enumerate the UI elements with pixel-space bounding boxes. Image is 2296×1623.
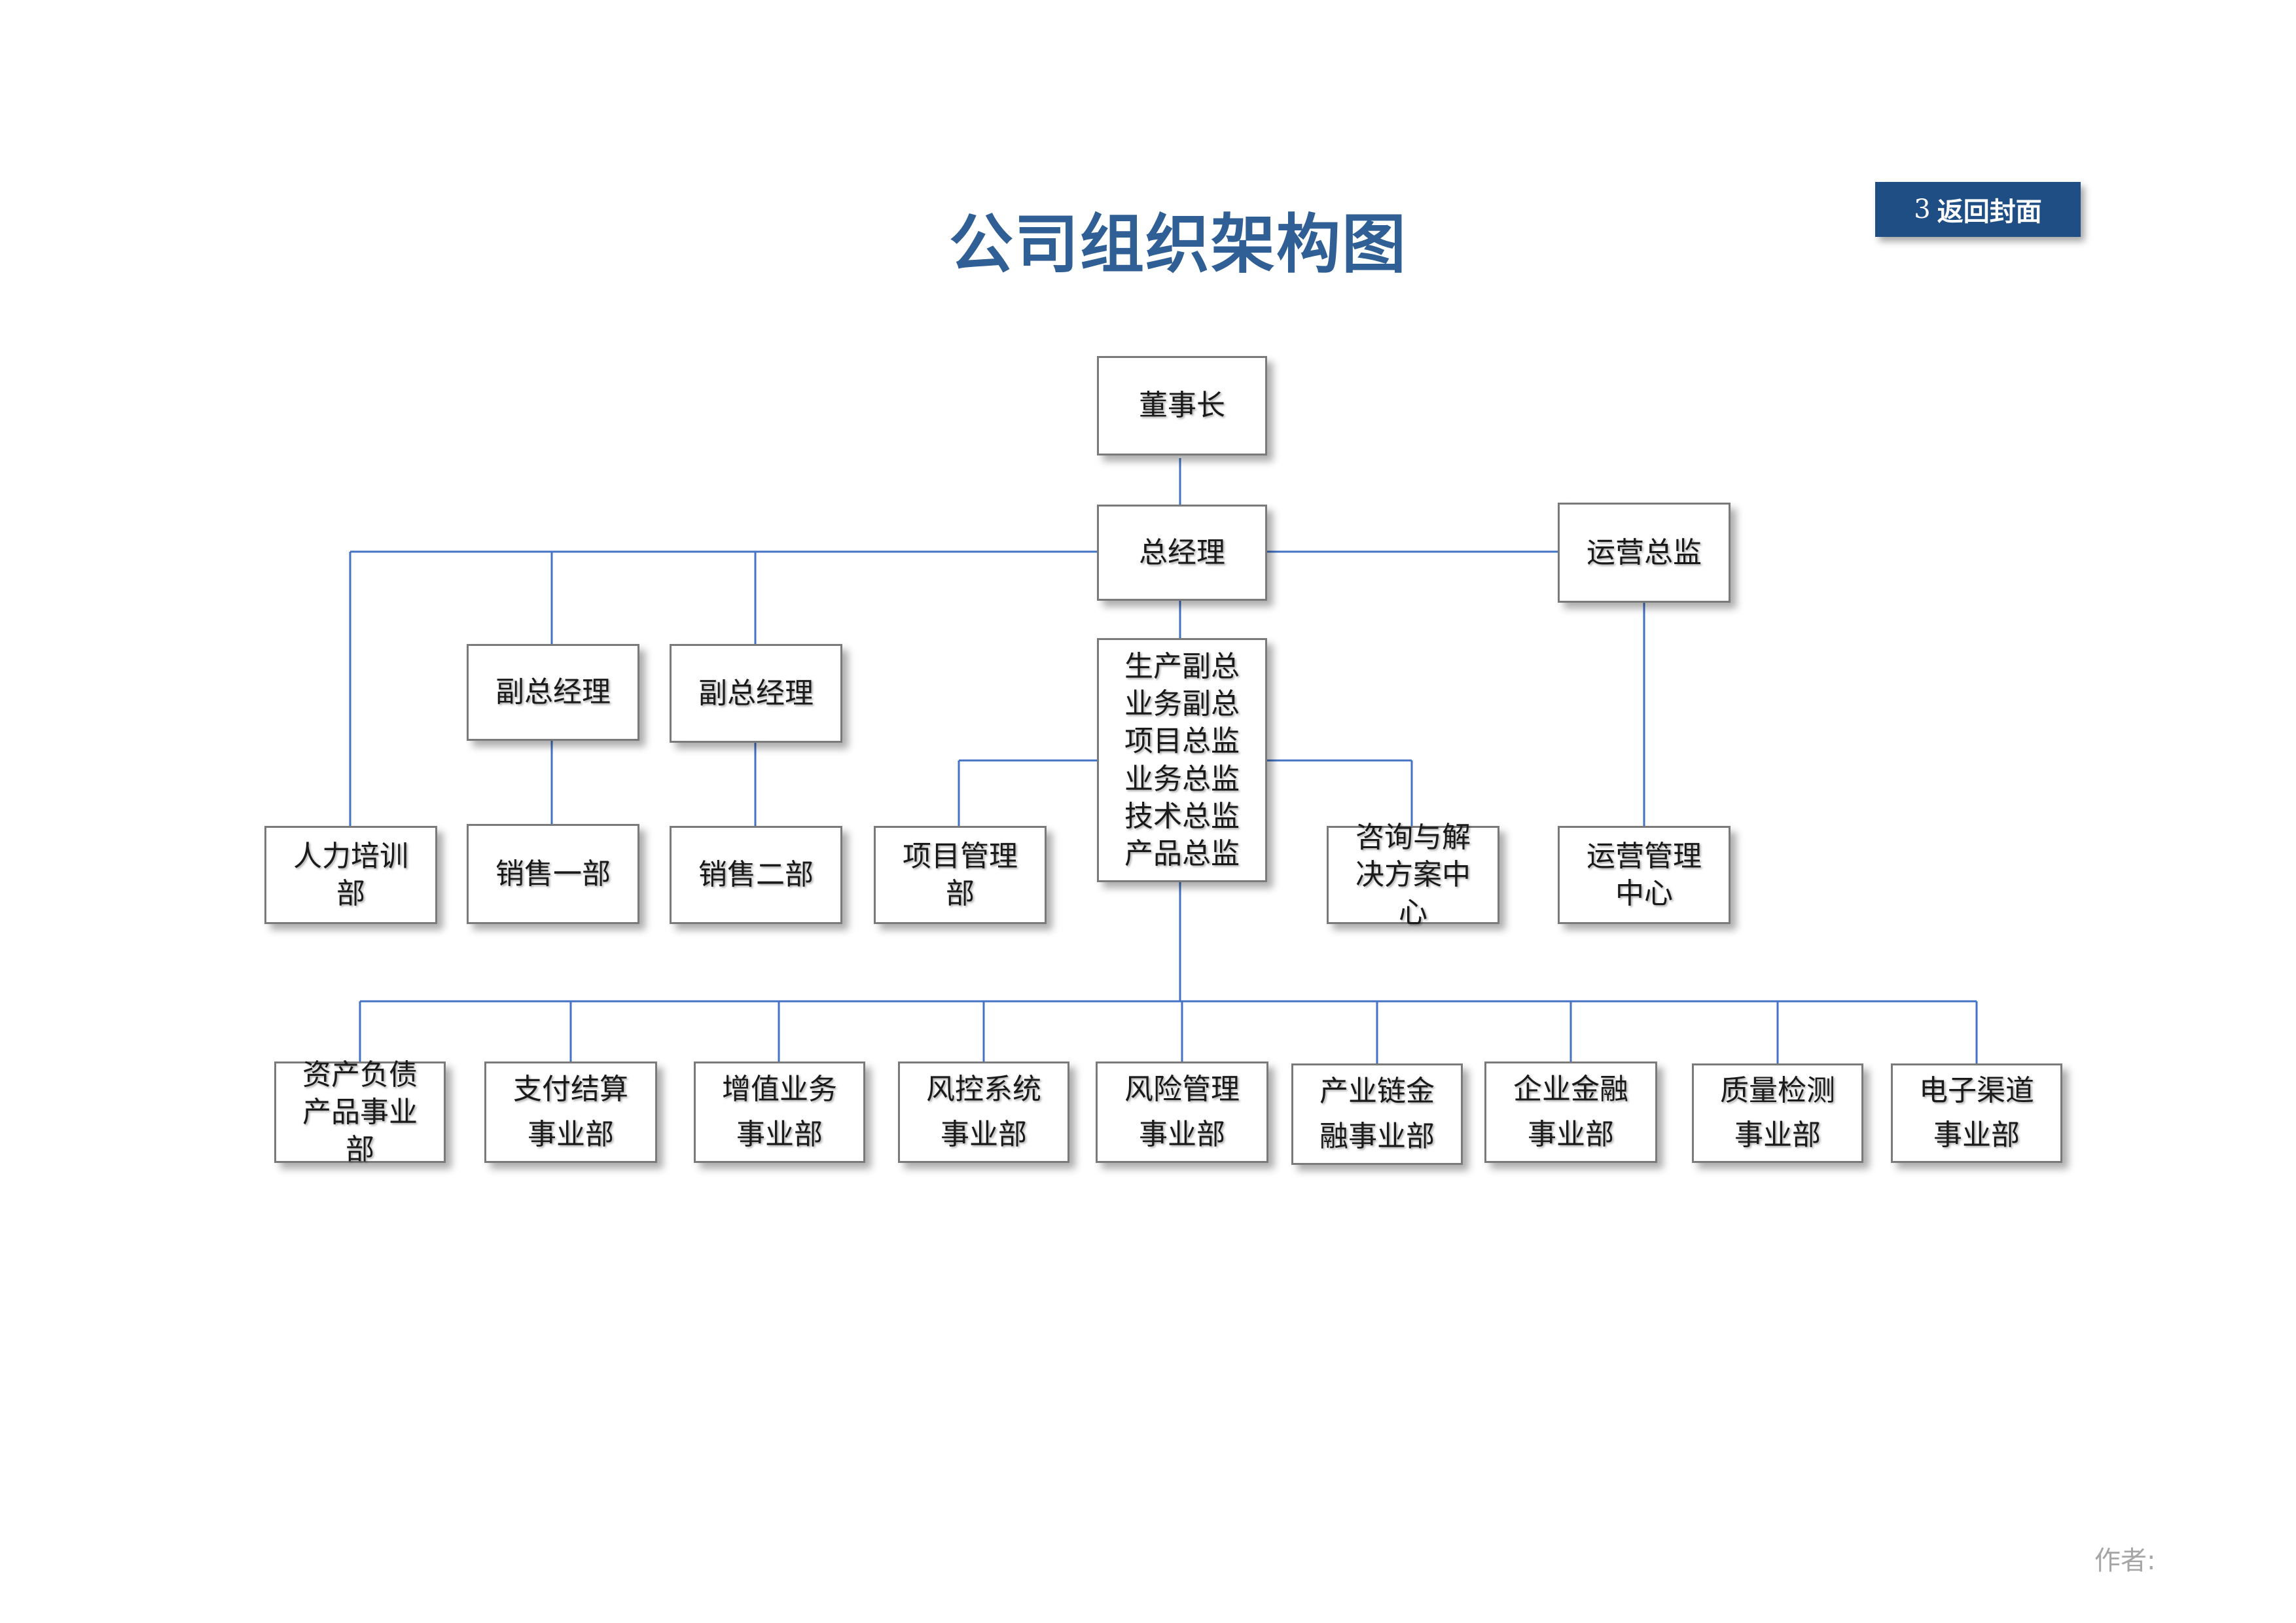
node-label: 生产副总 业务副总 项目总监 业务总监 技术总监 产品总监 xyxy=(1124,649,1240,870)
node-consulting: 咨询与解 决方案中 心 xyxy=(1327,821,1499,929)
node-label: 董事长 xyxy=(1139,389,1225,423)
node-label: 总经理 xyxy=(1139,535,1225,569)
node-bu-value-added: 增值业务 事业部 xyxy=(694,1061,865,1163)
node-directors: 生产副总 业务副总 项目总监 业务总监 技术总监 产品总监 xyxy=(1097,638,1267,882)
back-to-cover-button[interactable]: 3 返回封面 xyxy=(1875,182,2081,237)
node-label: 项目管理 部 xyxy=(903,839,1018,910)
node-deputy-gm-1: 副总经理 xyxy=(467,644,639,741)
node-label: 风控系统 事业部 xyxy=(926,1073,1041,1151)
node-label: 咨询与解 决方案中 心 xyxy=(1355,821,1471,929)
node-ops-center: 运营管理 中心 xyxy=(1558,826,1731,924)
node-deputy-gm-2: 副总经理 xyxy=(670,644,842,743)
node-bu-risk-management: 风险管理 事业部 xyxy=(1096,1061,1268,1163)
node-label: 质量检测 事业部 xyxy=(1720,1073,1835,1152)
node-ops-director: 运营总监 xyxy=(1558,503,1731,603)
node-hr-dept: 人力培训 部 xyxy=(264,826,437,924)
node-label: 支付结算 事业部 xyxy=(513,1073,628,1151)
node-label: 副总经理 xyxy=(698,676,814,710)
node-label: 产业链金 融事业部 xyxy=(1319,1075,1435,1153)
node-label: 企业金融 事业部 xyxy=(1513,1073,1628,1151)
node-label: 运营管理 中心 xyxy=(1587,839,1702,910)
page-title: 公司组织架构图 xyxy=(948,207,1407,282)
node-label: 销售一部 xyxy=(495,857,611,891)
node-label: 运营总监 xyxy=(1587,535,1702,569)
node-bu-asset-liability: 资产负债 产品事业 部 xyxy=(274,1058,446,1166)
node-general-manager: 总经理 xyxy=(1097,505,1267,601)
node-label: 销售二部 xyxy=(698,858,814,892)
back-button-label: 返回封面 xyxy=(1937,197,2042,227)
back-button-number: 3 xyxy=(1914,194,1931,224)
node-sales-2: 销售二部 xyxy=(670,826,842,924)
node-label: 风险管理 事业部 xyxy=(1124,1073,1240,1151)
node-sales-1: 销售一部 xyxy=(467,824,639,924)
node-label: 副总经理 xyxy=(495,675,611,709)
node-bu-supply-chain-finance: 产业链金 融事业部 xyxy=(1291,1063,1463,1165)
node-bu-corporate-finance: 企业金融 事业部 xyxy=(1484,1061,1657,1163)
node-bu-e-channel: 电子渠道 事业部 xyxy=(1891,1063,2062,1163)
node-label: 资产负债 产品事业 部 xyxy=(302,1058,418,1167)
node-bu-payment: 支付结算 事业部 xyxy=(484,1061,657,1163)
node-chairman: 董事长 xyxy=(1097,356,1267,455)
node-bu-quality-testing: 质量检测 事业部 xyxy=(1692,1063,1863,1163)
node-project-dept: 项目管理 部 xyxy=(874,826,1047,924)
node-label: 电子渠道 事业部 xyxy=(1919,1073,2034,1152)
node-label: 人力培训 部 xyxy=(293,839,408,910)
node-label: 增值业务 事业部 xyxy=(722,1073,837,1151)
author-label: 作者: xyxy=(2094,1546,2156,1576)
node-bu-risk-control: 风控系统 事业部 xyxy=(898,1061,1069,1163)
